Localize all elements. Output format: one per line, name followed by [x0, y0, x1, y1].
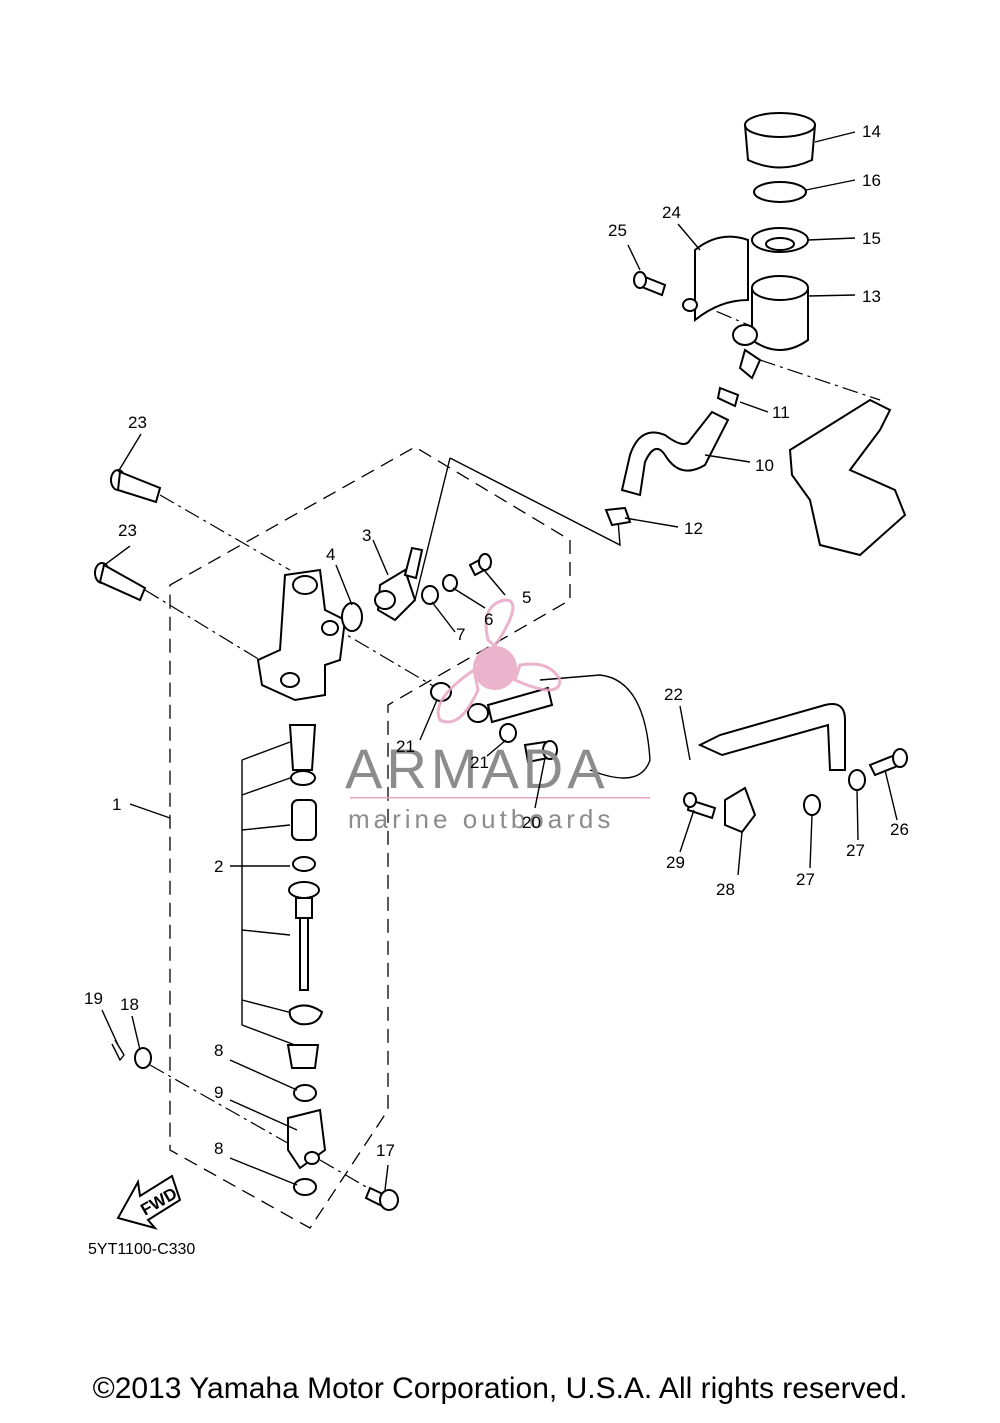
callout-6: 6	[484, 610, 493, 629]
callout-24: 24	[662, 203, 681, 222]
watermark-rule	[350, 797, 650, 799]
master-cylinder-body	[256, 568, 347, 702]
callout-16: 16	[862, 171, 881, 190]
cotter-pin-19	[111, 1039, 125, 1062]
nut-8-upper	[293, 1084, 317, 1102]
callout-26: 26	[890, 820, 909, 839]
brake-hose-22	[539, 674, 651, 779]
callout-4: 4	[326, 545, 335, 564]
washer-27-b	[803, 794, 821, 816]
callout-29: 29	[666, 853, 685, 872]
callout-18: 18	[120, 995, 139, 1014]
watermark-logo	[436, 598, 562, 724]
callout-17: 17	[376, 1141, 395, 1160]
callouts: 14 16 15 13 24 25 11 10 12 5 6 7 4 3 23 …	[84, 122, 909, 1160]
bolt-23-upper	[110, 469, 162, 504]
callout-5: 5	[522, 588, 531, 607]
reservoir-hose-10	[620, 410, 730, 497]
callout-1: 1	[112, 795, 121, 814]
screw-5	[468, 553, 492, 577]
callout-27-b: 27	[796, 870, 815, 889]
callout-3: 3	[362, 526, 371, 545]
diagram-code: 5YT1100-C330	[88, 1241, 195, 1258]
callout-2: 2	[214, 857, 223, 876]
callout-8-upper: 8	[214, 1041, 223, 1060]
callout-21-a: 21	[396, 737, 415, 756]
clip-11	[716, 386, 740, 408]
o-ring-4	[341, 602, 363, 632]
callout-21-b: 21	[470, 753, 489, 772]
bolt-23-lower	[94, 562, 147, 602]
callout-19: 19	[84, 989, 103, 1008]
union-bolt-20	[523, 740, 558, 764]
cap-14	[743, 112, 817, 169]
washer-18	[134, 1047, 152, 1069]
clevis-9	[287, 1108, 327, 1170]
callout-8-lower: 8	[214, 1139, 223, 1158]
union-bolt-26	[868, 748, 908, 777]
washer-21-b	[499, 723, 517, 743]
callout-15: 15	[862, 229, 881, 248]
clip-6	[442, 574, 458, 592]
hose-clamp-28	[724, 786, 757, 834]
callout-23-lower: 23	[118, 521, 137, 540]
mounting-bracket	[788, 398, 907, 557]
fwd-arrow-icon: FWD	[116, 1174, 182, 1230]
washer-7	[421, 585, 439, 605]
leader-lines	[101, 131, 898, 1191]
watermark-tagline: marine outboards	[348, 804, 614, 834]
piston-kit-2	[286, 724, 324, 1069]
callout-28: 28	[716, 880, 735, 899]
callout-23-upper: 23	[128, 413, 147, 432]
assembly-outline	[169, 446, 571, 1229]
diaphragm-15	[751, 227, 809, 253]
callout-7: 7	[456, 625, 465, 644]
callout-11: 11	[772, 403, 790, 422]
washer-27-a	[848, 769, 866, 791]
callout-22: 22	[664, 685, 683, 704]
callout-25: 25	[608, 221, 627, 240]
brake-hose-22-rear	[697, 703, 846, 771]
callout-9: 9	[214, 1083, 223, 1102]
bolt-25	[633, 271, 667, 297]
pin-17	[364, 1186, 399, 1211]
callout-14: 14	[862, 122, 881, 141]
reservoir-13	[732, 275, 809, 380]
bolt-29	[683, 792, 717, 820]
hose-joint-3	[374, 546, 424, 622]
hose-fitting-front	[467, 686, 554, 724]
callout-20: 20	[522, 813, 541, 832]
callout-27-a: 27	[846, 841, 865, 860]
nut-8-lower	[293, 1178, 317, 1196]
copyright-notice: ©2013 Yamaha Motor Corporation, U.S.A. A…	[92, 1372, 908, 1405]
band-24	[682, 235, 749, 323]
callout-13: 13	[862, 287, 881, 306]
callout-12: 12	[684, 519, 703, 538]
diaphragm-16	[753, 181, 807, 203]
watermark-brand: ARMADA	[345, 737, 609, 800]
callout-10: 10	[755, 456, 774, 475]
clip-12	[604, 506, 632, 527]
